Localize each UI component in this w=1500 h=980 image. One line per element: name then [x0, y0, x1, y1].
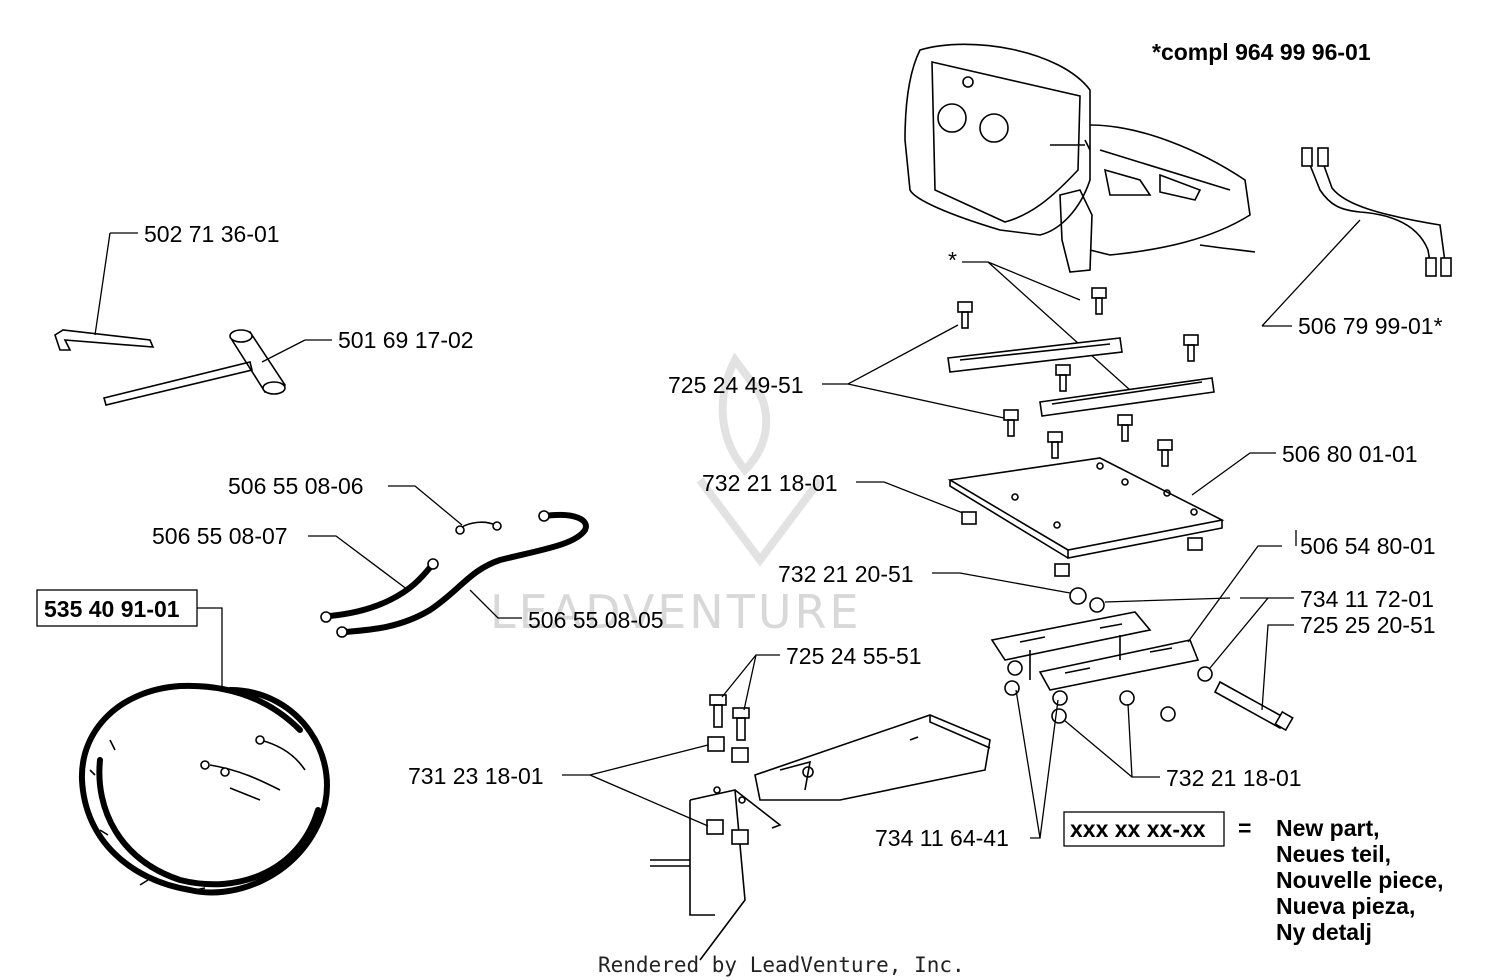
part-506-54-80-01: 506 54 80-01 [1300, 533, 1436, 559]
legend-line-2: Neues teil, [1276, 841, 1391, 867]
legend-box-text: xxx xx xx-xx [1070, 816, 1206, 842]
battery-cables [320, 510, 589, 638]
watermark-text: LEADVENTURE [490, 585, 862, 639]
part-506-55-08-05: 506 55 08-05 [528, 607, 664, 633]
seat-plate [947, 457, 1225, 559]
wire-harness [78, 682, 330, 896]
part-732-21-18-01-b: 732 21 18-01 [1166, 765, 1302, 791]
part-732-21-20-51: 732 21 20-51 [778, 561, 914, 587]
seat-asterisk: * [948, 247, 957, 273]
watermark: LEADVENTURE [490, 352, 862, 639]
plate-nuts [961, 511, 1203, 577]
part-502-71-36-01: 502 71 36-01 [144, 221, 280, 247]
part-506-55-08-06: 506 55 08-06 [228, 473, 364, 499]
tool-hex-key [54, 329, 155, 351]
legend-equals: = [1238, 815, 1251, 841]
part-535-40-91-01: 535 40 91-01 [44, 596, 180, 622]
part-734-11-64-41: 734 11 64-41 [875, 825, 1009, 851]
tool-spark-plug-wrench [103, 329, 287, 406]
part-725-25-20-51: 725 25 20-51 [1300, 612, 1436, 638]
legend-line-3: Nouvelle piece, [1276, 867, 1443, 893]
adjust-bracket [990, 587, 1294, 732]
legend-line-1: New part, [1276, 815, 1380, 841]
part-506-55-08-07: 506 55 08-07 [152, 523, 288, 549]
seat-rails [947, 287, 1215, 467]
legend-line-4: Nueva pieza, [1276, 893, 1415, 919]
part-734-11-72-01: 734 11 72-01 [1300, 586, 1434, 612]
legend-box [1063, 811, 1225, 847]
frame-mount [650, 694, 991, 961]
part-506-79-99-01: 506 79 99-01* [1298, 313, 1443, 339]
part-725-24-49-51: 725 24 49-51 [668, 372, 804, 398]
legend-line-5: Ny detalj [1276, 919, 1372, 945]
part-506-80-01-01: 506 80 01-01 [1282, 441, 1418, 467]
seat-drawing [904, 43, 1256, 273]
new-part-legend: xxx xx xx-xx = New part, Neues teil, Nou… [1063, 811, 1443, 945]
part-501-69-17-02: 501 69 17-02 [338, 327, 474, 353]
seat-switch-wire [1301, 147, 1452, 277]
footer-credit: Rendered by LeadVenture, Inc. [598, 953, 965, 977]
part-725-24-55-51: 725 24 55-51 [786, 643, 922, 669]
part-732-21-18-01-a: 732 21 18-01 [702, 470, 838, 496]
part-731-23-18-01: 731 23 18-01 [408, 763, 544, 789]
new-part-box [36, 589, 198, 627]
compl-note: *compl 964 99 96-01 [1152, 39, 1371, 65]
